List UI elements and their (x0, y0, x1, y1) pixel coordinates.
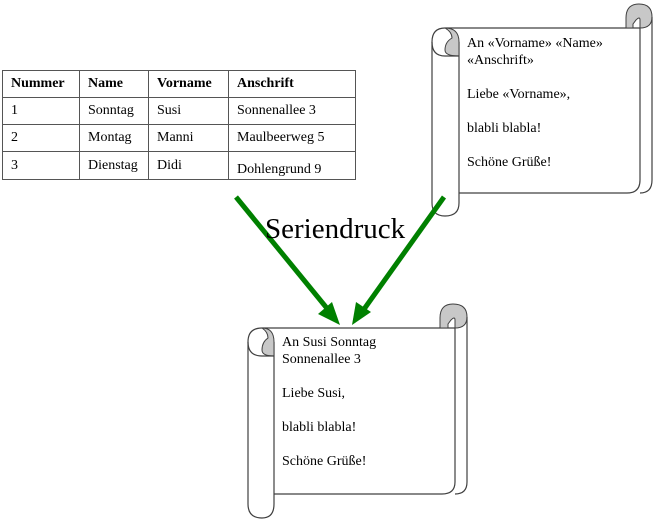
table-cell: 1 (2, 97, 80, 125)
table-row: 2 Montag Manni Maulbeerweg 5 (2, 124, 356, 152)
table-header-row: Nummer Name Vorname Anschrift (2, 70, 356, 98)
column-header: Anschrift (228, 70, 356, 98)
arrow-template-to-result-head (352, 302, 371, 325)
arrow-template-to-result (359, 195, 447, 314)
merge-arrows (234, 195, 447, 325)
template-scroll-left-curl (443, 27, 460, 57)
result-scroll-left-roll (247, 327, 275, 519)
table-cell: Montag (79, 124, 149, 152)
letter-address-line: Sonnenallee 3 (282, 352, 361, 367)
table-cell: Manni (148, 124, 229, 152)
letter-greeting: Liebe Susi, (282, 386, 345, 401)
data-source-table: Nummer Name Vorname Anschrift 1 Sonntag … (2, 70, 356, 180)
letter-address-line: «Anschrift» (467, 53, 534, 68)
table-row: 1 Sonntag Susi Sonnenallee 3 (2, 97, 356, 125)
result-scroll-right-curl (439, 303, 468, 329)
letter-body: blabli blabla! (467, 121, 542, 136)
table-cell: Didi (148, 151, 229, 180)
arrow-table-to-result-head (318, 302, 340, 325)
table-cell: Sonntag (79, 97, 149, 125)
table-cell: Sonnenallee 3 (228, 97, 356, 125)
result-scroll-body (262, 327, 456, 495)
column-header: Nummer (2, 70, 80, 98)
result-scroll-corner (454, 481, 468, 495)
letter-greeting: Liebe «Vorname», (467, 87, 571, 102)
template-scroll-left-curl-edge (431, 41, 459, 57)
template-letter: An «Vorname» «Name» «Anschrift» Liebe «V… (467, 35, 603, 171)
letter-address-line: An Susi Sonntag (282, 335, 377, 350)
table-cell: Susi (148, 97, 229, 125)
column-header: Vorname (148, 70, 229, 98)
column-header: Name (79, 70, 149, 98)
letter-closing: Schöne Grüße! (282, 454, 367, 469)
table-row: 3 Dienstag Didi Dohlengrund 9 (2, 151, 356, 180)
template-scroll-corner (639, 179, 653, 194)
arrow-table-to-result (234, 195, 332, 314)
table-cell: 3 (2, 151, 80, 180)
result-letter: An Susi Sonntag Sonnenallee 3 Liebe Susi… (282, 334, 376, 470)
template-scroll-shape (431, 3, 653, 217)
table-cell: Dohlengrund 9 (228, 151, 356, 180)
result-scroll-left-curl (260, 327, 275, 357)
table-cell: 2 (2, 124, 80, 152)
process-label: Seriendruck (265, 213, 406, 245)
letter-body: blabli blabla! (282, 420, 357, 435)
letter-closing: Schöne Grüße! (467, 155, 552, 170)
table-cell: Maulbeerweg 5 (228, 124, 356, 152)
table-cell: Dienstag (79, 151, 149, 180)
letter-address-line: An «Vorname» «Name» (467, 36, 603, 51)
result-scroll-left-curl-edge (247, 341, 274, 357)
result-scroll-shape (247, 303, 468, 519)
template-scroll-body (445, 27, 641, 194)
template-scroll-right-curl (625, 3, 653, 29)
